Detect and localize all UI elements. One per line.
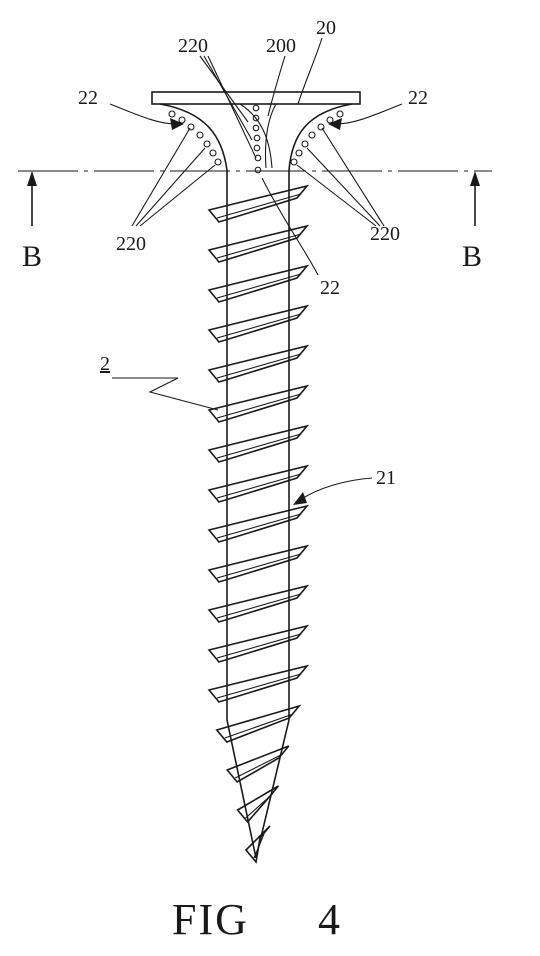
label-section-b-right: B (462, 240, 482, 273)
thread-flank (207, 624, 310, 663)
pits-center (252, 104, 262, 174)
thread-flank (207, 304, 310, 343)
label-screw-2: 2 (100, 353, 110, 375)
label-22-right: 22 (408, 87, 428, 109)
thread-flank (207, 344, 310, 383)
thread-shade (216, 193, 302, 219)
thread-flank (207, 424, 310, 463)
thread-flank (207, 544, 310, 583)
label-thread-21: 21 (376, 467, 396, 489)
thread-shade (216, 673, 302, 699)
label-220-left: 220 (116, 233, 146, 255)
thread-shade (216, 393, 302, 419)
thread-shade (216, 473, 302, 499)
thread-flank (244, 825, 271, 864)
thread-shade (216, 433, 302, 459)
thread-shade (216, 233, 302, 259)
thread-flank (207, 184, 310, 223)
threads (207, 184, 310, 864)
thread-shade (216, 313, 302, 339)
thread-flank (207, 664, 310, 703)
label-22-center: 22 (320, 277, 340, 299)
label-220-right: 220 (370, 223, 400, 245)
thread-shade (216, 553, 302, 579)
label-22-left: 22 (78, 87, 98, 109)
thread-shade (234, 753, 284, 779)
thread-flank (207, 584, 310, 623)
thread-flank (215, 704, 302, 743)
label-20: 20 (316, 17, 336, 39)
leaders (109, 37, 403, 505)
thread-shade (224, 713, 294, 739)
thread-shade (216, 513, 302, 539)
thread-flank (207, 224, 310, 263)
thread-shade (216, 273, 302, 299)
caption-fig: FIG (172, 895, 249, 944)
label-200: 200 (266, 35, 296, 57)
thread-flank (207, 504, 310, 543)
thread-flank (207, 464, 310, 503)
pits-right (290, 110, 344, 166)
thread-shade (216, 593, 302, 619)
thread-shade (245, 793, 273, 819)
label-section-b-left: B (22, 240, 42, 273)
thread-shade (216, 633, 302, 659)
thread-flank (207, 384, 310, 423)
thread-shade (216, 353, 302, 379)
pits-left (168, 110, 222, 166)
label-220-top: 220 (178, 35, 208, 57)
thread-flank (207, 264, 310, 303)
thread-shade (253, 833, 265, 859)
thread-flank (225, 745, 290, 784)
caption-number: 4 (318, 895, 342, 944)
screw-head (151, 91, 361, 174)
